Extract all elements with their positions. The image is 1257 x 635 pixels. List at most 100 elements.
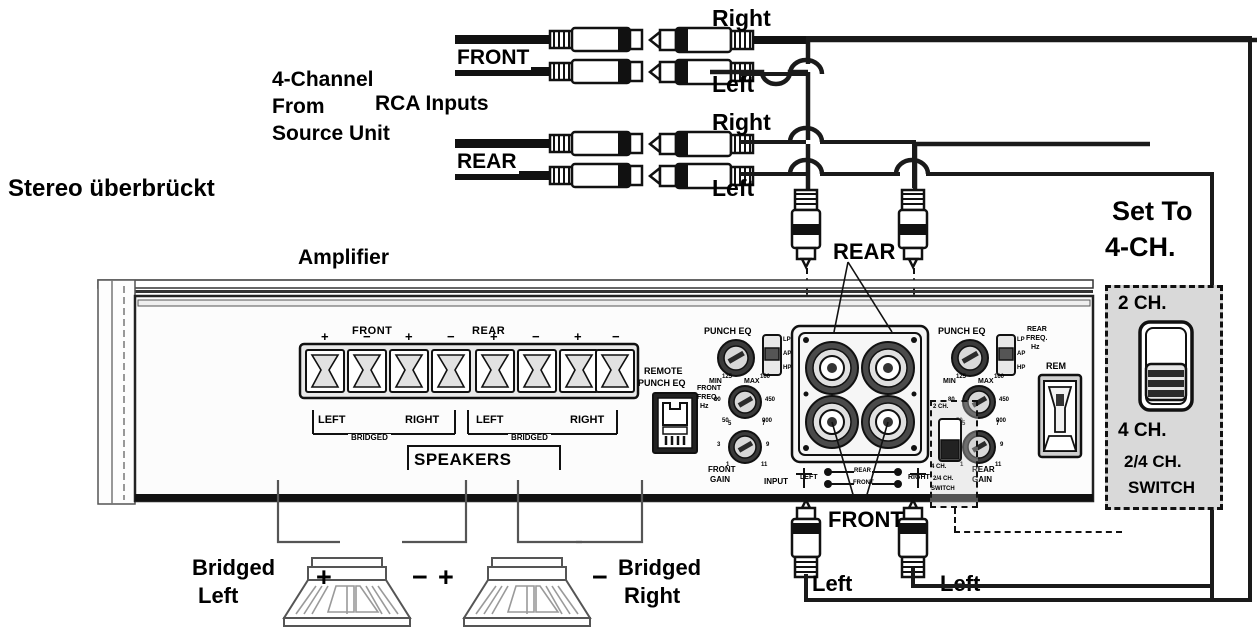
speaker-right [462, 557, 592, 627]
front-gain-tick-9: 9 [766, 442, 770, 448]
terminal-polarity-2: − [363, 329, 371, 344]
rear-freq-label-1: REAR [1027, 326, 1047, 333]
rear-gain-tick-5: 5 [962, 421, 966, 427]
callout-4ch-label: 4 CH. [1118, 420, 1167, 441]
rear-freq-tick-450: 450 [999, 397, 1010, 403]
wire-rear-right-in [740, 140, 806, 144]
rear-punch-min-label: MIN [943, 378, 956, 385]
terminal-polarity-3: + [405, 329, 413, 344]
rear-gain-label-2: GAIN [972, 475, 992, 484]
front-gain-tick-3: 3 [717, 442, 721, 448]
jack-leader-lines-rear [833, 261, 893, 333]
rear-freq-label-3: Hz [1031, 344, 1040, 351]
terminal-left-label-front: LEFT [318, 414, 346, 426]
channel-label-rear-left: Left [712, 175, 755, 201]
channel-label-front-right: Right [712, 5, 771, 31]
wire-trunk-c [806, 172, 810, 194]
source-label-line-1: 4-Channel [272, 68, 374, 91]
callout-front: FRONT [828, 507, 904, 532]
rear-freq-tick-125: 125 [956, 374, 967, 380]
front-punch-max-label: MAX [744, 378, 760, 385]
speakers-bracket [407, 445, 561, 470]
rear-punch-eq-knob[interactable] [950, 338, 990, 378]
input-rear-label: REAR [854, 468, 872, 474]
front-gain-tick-7: 7 [762, 421, 766, 427]
wire-rear-right-down [912, 140, 916, 188]
front-freq-tick-450: 450 [765, 397, 776, 403]
speaker-right-minus: − [592, 562, 608, 592]
rem-terminal[interactable] [1037, 373, 1083, 459]
front-gain-knob[interactable] [726, 428, 764, 466]
front-freq-label-1: FRONT [697, 385, 722, 392]
rca-plug-rear-left-vertical [790, 188, 822, 270]
speaker-wiring [276, 480, 644, 544]
callout-switch-caption-1: 2/4 CH. [1124, 452, 1182, 471]
speaker-left-minus: − [412, 562, 428, 592]
front-filter-hp: HP [783, 365, 792, 371]
front-filter-ap: AP [783, 351, 792, 357]
front-punch-min-label: MIN [709, 378, 722, 385]
rear-freq-tick-160: 160 [994, 374, 1005, 380]
jack-leader-lines [831, 421, 889, 499]
input-label: INPUT [764, 477, 788, 486]
terminal-polarity-5: + [490, 329, 498, 344]
input-front-label: FRONT [853, 480, 874, 486]
rear-filter-hp: HP [1017, 365, 1026, 371]
rca-plug-front-left-vertical [790, 497, 822, 579]
wire-rear-left-right [926, 172, 1214, 176]
source-label-line-3: Source Unit [272, 122, 390, 145]
wire-front-right-top [806, 36, 1252, 40]
terminal-polarity-4: − [447, 329, 455, 344]
speaker-right-plus: + [438, 562, 454, 592]
panel-4ch-label: 4 CH. [931, 464, 947, 470]
rear-gain-tick-9: 9 [1000, 442, 1004, 448]
front-gain-tick-11: 11 [761, 462, 768, 468]
terminal-polarity-1: + [321, 329, 329, 344]
speaker-terminal-block[interactable] [298, 338, 640, 404]
wire-front-right-return-v [911, 568, 915, 588]
callout-rear: REAR [833, 239, 896, 264]
title-stereo-bridged-de: Stereo überbrückt [8, 175, 215, 202]
rca-inputs-label: RCA Inputs [375, 92, 489, 115]
rca-input-jack-panel[interactable] [790, 324, 930, 464]
callout-switch-caption-2: SWITCH [1128, 478, 1196, 497]
wire-rear-left-in [740, 172, 806, 176]
rear-gain-knob[interactable] [960, 428, 998, 466]
rear-filter-lp: LP [1017, 337, 1025, 343]
wire-front-left-in [740, 72, 806, 76]
set-to-label-line-1: Set To [1112, 196, 1193, 226]
front-filter-lp: LP [783, 337, 791, 343]
input-row-connectors [796, 468, 926, 488]
panel-switch-callout-lead [954, 508, 956, 532]
terminal-group-rear-label: REAR [472, 325, 506, 337]
front-gain-tick-1: 1 [726, 462, 730, 468]
front-filter-switch[interactable] [762, 334, 782, 376]
front-freq-tick-125: 125 [722, 374, 733, 380]
wire-front-right-down [1248, 36, 1252, 600]
rear-gain-tick-11: 11 [995, 462, 1002, 468]
plug-left-label-front-a: Left [812, 571, 853, 596]
terminal-right-label-front: RIGHT [405, 414, 440, 426]
bridged-label-front: BRIDGED [348, 433, 391, 443]
source-group-front: FRONT [455, 46, 532, 74]
front-freq-knob[interactable] [726, 383, 764, 421]
channel-label-rear-right: Right [712, 109, 771, 135]
speaker-left-name-1: Bridged [192, 555, 276, 580]
panel-ch-switch[interactable] [938, 418, 962, 462]
rear-freq-tick-900: 900 [996, 418, 1007, 424]
wire-front-left-return-v [804, 574, 808, 602]
rear-filter-switch[interactable] [996, 334, 1016, 376]
wire-front-right-return-h [911, 584, 1213, 588]
terminal-left-label-rear: LEFT [476, 414, 504, 426]
rear-freq-label-2: FREQ. [1026, 335, 1048, 342]
terminal-group-front-label: FRONT [352, 325, 393, 337]
callout-ch-switch[interactable] [1138, 320, 1194, 412]
remote-punch-eq-jack[interactable] [652, 392, 698, 454]
input-left-label: LEFT [800, 474, 818, 481]
rear-freq-knob[interactable] [960, 383, 998, 421]
rca-cable-rear-right [455, 130, 644, 157]
front-punch-eq-knob[interactable] [716, 338, 756, 378]
rear-punch-eq-label: PUNCH EQ [938, 326, 986, 336]
front-freq-tick-160: 160 [760, 374, 771, 380]
front-gain-label-2: GAIN [710, 475, 730, 484]
